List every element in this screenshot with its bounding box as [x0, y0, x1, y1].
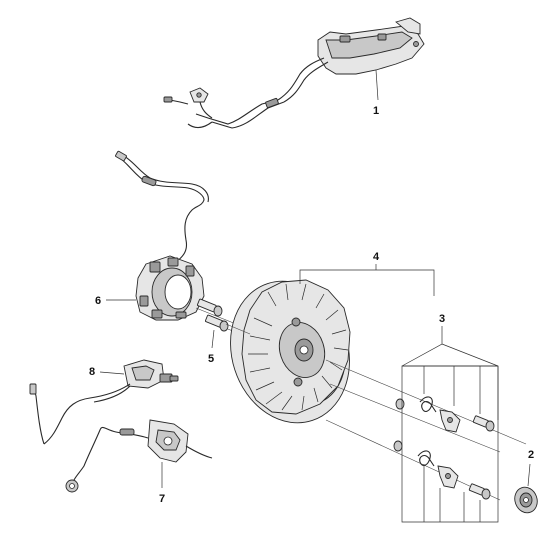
callout-8: 8 — [89, 366, 95, 378]
callout-5: 5 — [208, 353, 214, 365]
callout-7: 7 — [159, 493, 165, 505]
part-4-flywheel[interactable]: 4 — [213, 251, 527, 445]
part-6-ignition-coil[interactable]: 6 — [95, 150, 209, 321]
callout-4: 4 — [373, 251, 380, 263]
callout-1: 1 — [373, 105, 379, 117]
part-2-nut[interactable]: 2 — [511, 449, 541, 516]
callout-2: 2 — [528, 449, 534, 461]
part-7-ground-plate[interactable]: 7 — [65, 419, 213, 505]
callout-3: 3 — [439, 313, 445, 325]
part-8-switch-bracket[interactable]: 8 — [29, 359, 179, 445]
part-1-handle-switch[interactable]: 1 — [163, 17, 425, 129]
callout-6: 6 — [95, 295, 101, 307]
part-3-pawl-kit[interactable]: 3 — [325, 313, 501, 523]
